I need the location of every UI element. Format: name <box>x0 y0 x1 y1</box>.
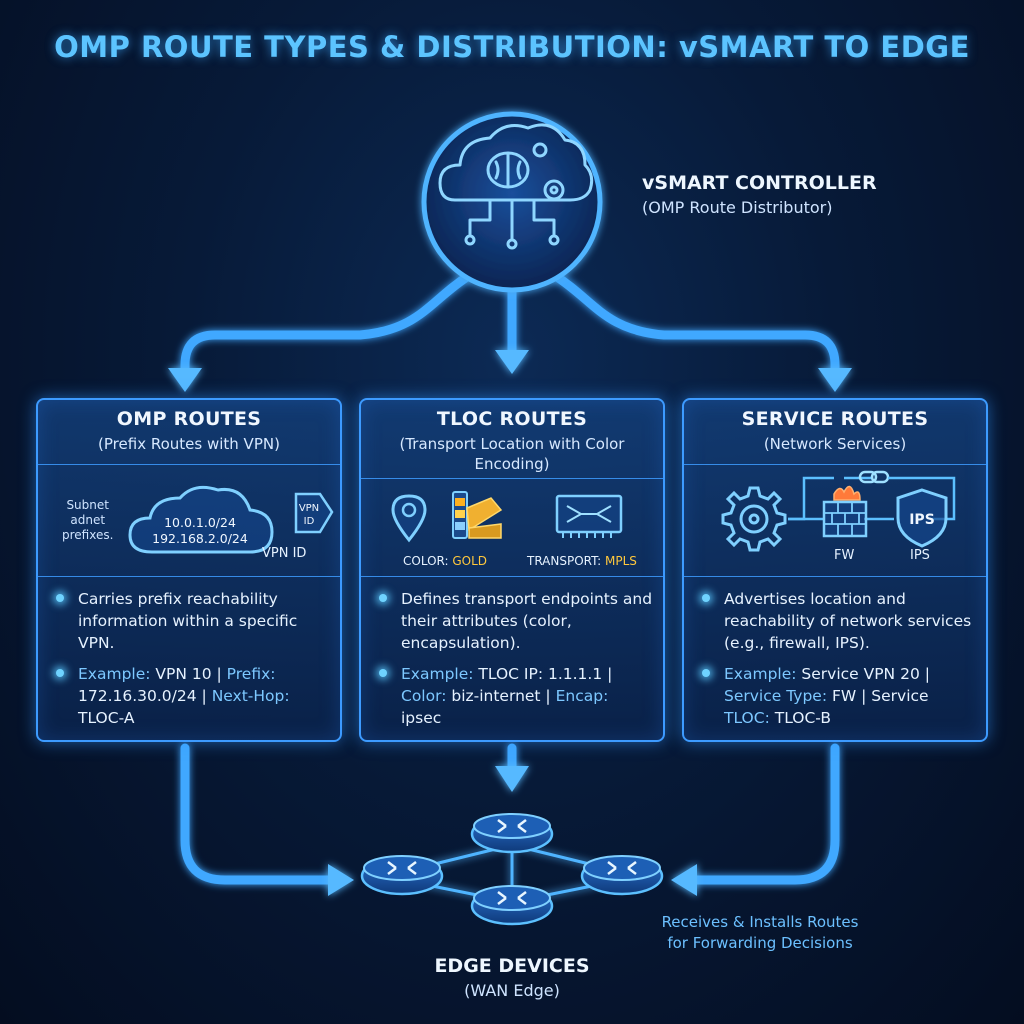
flow-service-to-edge <box>690 743 840 885</box>
arrowhead-service-edge <box>671 864 697 896</box>
network-card-icon <box>555 494 623 538</box>
card-title: OMP ROUTES <box>116 408 262 430</box>
card-title: SERVICE ROUTES <box>741 408 929 430</box>
shield-icon: IPS <box>896 488 948 548</box>
controller-to-cards-flows <box>180 270 840 885</box>
edge-devices-name: EDGE DEVICES <box>434 955 590 977</box>
card-divider <box>684 464 986 465</box>
omp-routes-card: OMP ROUTES (Prefix Routes with VPN) Subn… <box>36 398 342 742</box>
edge-router-mesh <box>360 813 664 926</box>
edge-devices-label: EDGE DEVICES (WAN Edge) <box>0 955 1024 1000</box>
service-graphic: IPS FW IPS <box>684 466 986 576</box>
receives-installs-note: Receives & Installs Routes for Forwardin… <box>661 913 859 952</box>
card-header: OMP ROUTES (Prefix Routes with VPN) <box>38 400 340 464</box>
bullet-item: Advertises location and reachability of … <box>698 588 976 654</box>
bullet-item: Example: VPN 10 | Prefix: 172.16.30.0/24… <box>52 663 330 729</box>
arrowhead-tloc <box>495 350 529 374</box>
subnet-label: Subnet adnet prefixes. <box>62 498 114 542</box>
bullet-item: Carries prefix reachability information … <box>52 588 330 654</box>
card-bullets: Advertises location and reachability of … <box>698 588 976 738</box>
location-pin-icon <box>391 494 427 543</box>
svg-text:ID: ID <box>304 516 315 527</box>
ips-label: IPS <box>910 548 930 563</box>
arrowhead-tloc-edge <box>495 766 529 792</box>
controller-name: vSMART CONTROLLER <box>642 172 877 194</box>
vpn-id-label: VPN ID <box>262 546 307 561</box>
arrowhead-omp <box>168 368 202 392</box>
controller-label: vSMART CONTROLLER (OMP Route Distributor… <box>642 172 877 217</box>
card-subtitle: (Transport Location with Color Encoding) <box>399 435 625 473</box>
card-divider <box>684 576 986 577</box>
controller-role: (OMP Route Distributor) <box>642 198 833 217</box>
transport-label: TRANSPORT: MPLS <box>527 554 637 568</box>
arrowhead-service <box>818 368 852 392</box>
cloud-icon: 10.0.1.0/24 192.168.2.0/24 <box>128 485 274 554</box>
edge-devices-sub: (WAN Edge) <box>464 981 560 1000</box>
vpn-tag-icon: VPN ID <box>294 492 334 534</box>
bullet-item: Defines transport endpoints and their at… <box>375 588 653 654</box>
service-chain: IPS <box>721 470 956 552</box>
service-routes-card: SERVICE ROUTES (Network Services) <box>682 398 988 742</box>
svg-text:IPS: IPS <box>909 512 935 528</box>
arrowhead-omp-edge <box>328 864 354 896</box>
cloud-brain-gear-icon <box>438 123 594 250</box>
flow-to-omp <box>180 270 475 375</box>
svg-text:10.0.1.0/24: 10.0.1.0/24 <box>164 515 236 530</box>
card-divider <box>38 464 340 465</box>
omp-graphic: Subnet adnet prefixes. 10.0.1.0/24 192.1… <box>38 466 340 576</box>
card-bullets: Carries prefix reachability information … <box>52 588 330 738</box>
diagram-title: OMP ROUTE TYPES & DISTRIBUTION: vSMART T… <box>54 30 970 64</box>
gear-icon <box>721 486 787 552</box>
card-subtitle: (Prefix Routes with VPN) <box>98 435 280 453</box>
svg-text:VPN: VPN <box>299 503 319 514</box>
bullet-item: Example: Service VPN 20 | Service Type: … <box>698 663 976 729</box>
firewall-icon <box>822 485 868 538</box>
router-icon <box>580 855 664 896</box>
fw-label: FW <box>834 548 855 563</box>
arrowheads <box>168 350 852 896</box>
card-bullets: Defines transport endpoints and their at… <box>375 588 653 738</box>
flow-to-service <box>549 270 840 375</box>
color-swatch-icon <box>452 491 503 539</box>
tloc-routes-card: TLOC ROUTES (Transport Location with Col… <box>359 398 665 742</box>
vsmart-controller-node <box>421 111 603 293</box>
flow-omp-to-edge <box>180 743 335 885</box>
bullet-item: Example: TLOC IP: 1.1.1.1 | Color: biz-i… <box>375 663 653 729</box>
card-divider <box>38 576 340 577</box>
svg-text:192.168.2.0/24: 192.168.2.0/24 <box>152 531 248 546</box>
card-header: TLOC ROUTES (Transport Location with Col… <box>361 400 663 473</box>
color-label: COLOR: GOLD <box>403 554 488 568</box>
tloc-graphic: COLOR: GOLD TRANSPORT: MPLS <box>361 480 663 580</box>
card-title: TLOC ROUTES <box>436 408 588 430</box>
card-header: SERVICE ROUTES (Network Services) <box>684 400 986 464</box>
router-icon <box>470 885 554 926</box>
router-icon <box>470 813 554 854</box>
card-subtitle: (Network Services) <box>763 435 907 453</box>
card-divider <box>361 478 663 479</box>
card-divider <box>361 576 663 577</box>
router-icon <box>360 855 444 896</box>
